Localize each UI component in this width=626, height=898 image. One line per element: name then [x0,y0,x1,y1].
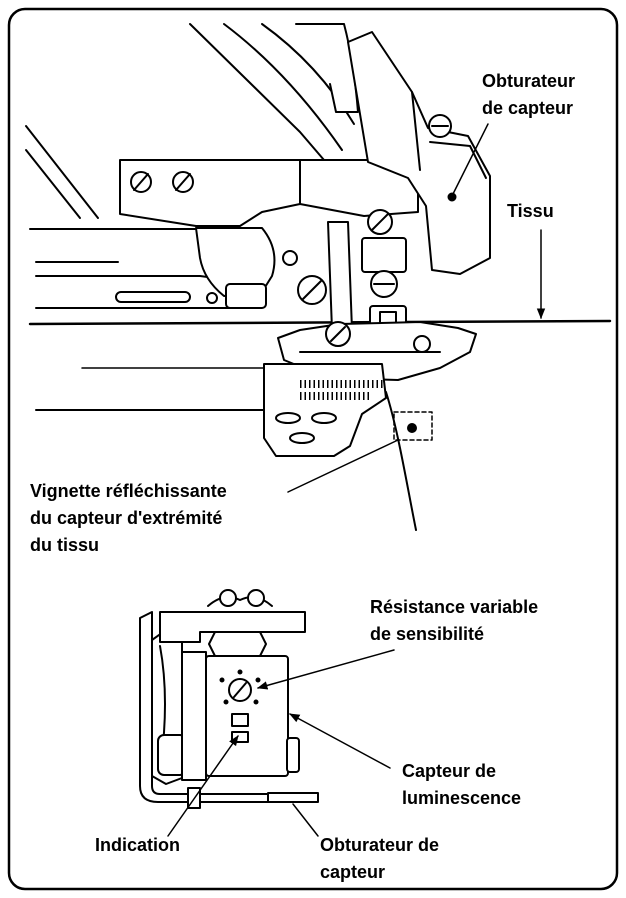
label-reflective-sticker: Vignette réfléchissante du capteur d'ext… [30,478,227,559]
reflective-sticker-leader [287,439,399,493]
top-screw-right [247,589,265,607]
reflective-sticker [393,411,433,441]
side-tab [286,737,300,773]
middle-screw [370,270,398,298]
label-line: du tissu [30,535,100,555]
luminescence-sensor-leader [289,713,391,769]
label-line: Résistance variable [370,597,539,617]
presser-foot-rivet [413,335,431,353]
indication-leader [167,735,239,837]
label-sensitivity-resistor: Résistance variable de sensibilité [370,594,538,648]
fabric-edge [385,391,417,531]
sensor-shutter-top-leader [451,123,489,197]
top-screw-left [219,589,237,607]
label-line: de sensibilité [370,624,485,644]
label-line: luminescence [402,788,522,808]
plate-slot [275,412,301,424]
sensor-shutter-housing [347,31,491,275]
hex-nut [208,631,267,657]
bar-slot [115,291,191,303]
fabric-line [28,319,612,326]
label-line: Obturateur [482,71,576,91]
bracket-screw-right [172,171,194,193]
label-line: capteur [320,862,386,882]
upper-screw [367,209,393,235]
sensitivity-resistor-leader [256,649,395,690]
label-sensor-shutter-top: Obturateur de capteur [482,68,575,122]
label-fabric: Tissu [507,198,554,225]
plate-slot [289,432,315,444]
pin [282,250,298,266]
indicator-lamp-upper [231,713,249,727]
label-line: Obturateur de [320,835,440,855]
guide-block [361,237,407,273]
presser-block [225,283,267,309]
label-luminescence-sensor: Capteur de luminescence [402,758,521,812]
label-indication: Indication [95,832,180,859]
label-line: Tissu [507,201,554,221]
shutter-screw [428,114,452,138]
presser-foot-screw [325,321,351,347]
sensor-shutter-top-leader-dot [447,192,457,202]
foot-bar-screw [297,275,327,305]
reflective-sticker-dot [407,423,417,433]
bar-hole [206,292,218,304]
needle-plate [263,363,387,457]
label-line: de capteur [482,98,574,118]
needle-bar [327,221,353,331]
plate-slot [311,412,337,424]
label-sensor-shutter-bottom: Obturateur de capteur [320,832,439,886]
top-plate [159,611,306,643]
sensor-shutter-bottom [267,792,319,803]
variable-resistor [219,669,261,705]
label-line: Capteur de [402,761,497,781]
sensor-side-face [181,651,207,781]
sensor-shutter-bottom-leader [292,803,319,837]
label-line: Indication [95,835,180,855]
machine-arm [189,23,359,161]
label-line: du capteur d'extrémité [30,508,223,528]
machine-bed [25,125,206,263]
bracket-screw-left [130,171,152,193]
label-line: Vignette réfléchissante [30,481,227,501]
